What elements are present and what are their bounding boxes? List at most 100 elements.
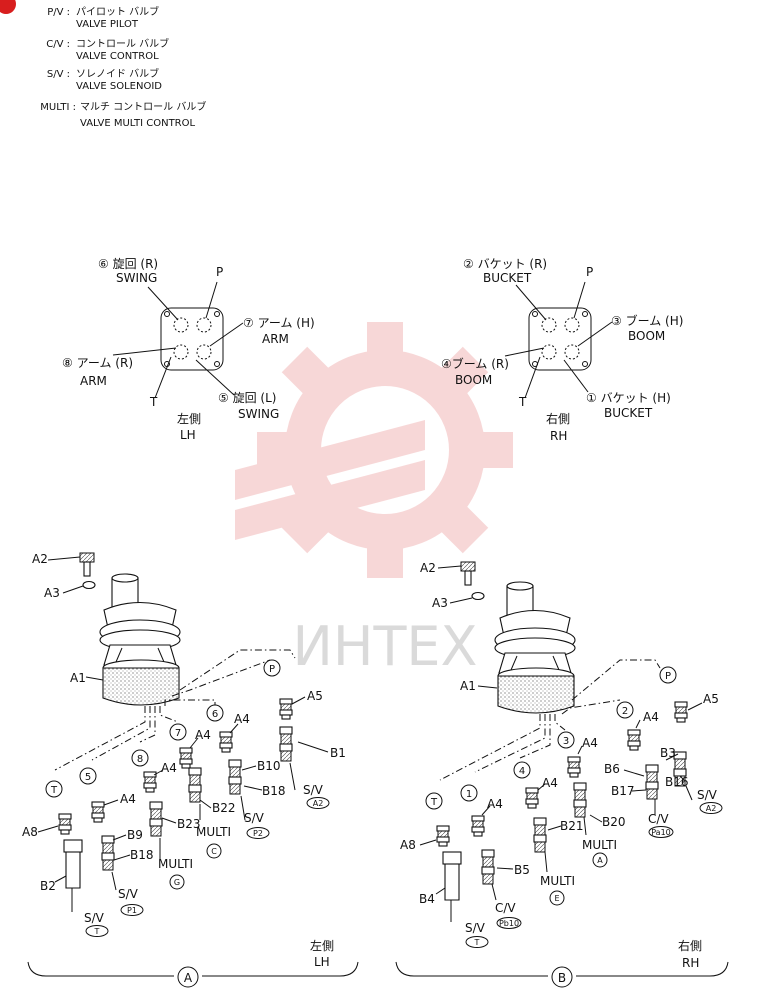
rh-port-4: ④ブーム (R) [441,356,509,371]
view-b-port-2: 2 [622,706,628,717]
view-a-multi-2-tag: G [174,878,180,887]
view-b-side-jp: 右側 [678,938,702,953]
view-b-label-B3: B3 [660,746,676,760]
view-a-assembly: A2 A3 A1 T 5 8 7 6 P [22,552,359,988]
view-a-sv-2-tag: P2 [253,829,263,838]
lh-port-6-en: SWING [116,271,157,285]
view-b-label-A1: A1 [460,679,476,693]
view-b-cv-1-tag: Pa10 [651,828,671,837]
view-b-pilot-valve-body [494,581,576,714]
legend-code-sv: S/V : [47,69,70,80]
legend-jp-cv: コントロール バルブ [76,37,169,50]
view-b-cv-2-tag: Pb10 [499,919,519,928]
view-a-label-A4-c: A4 [161,761,177,775]
view-b-label-A4-b: A4 [582,736,598,750]
view-a-multi-2: MULTI [158,857,193,871]
legend-code-multi: MULTI : [40,102,76,113]
view-b-port-P: P [665,671,671,682]
view-b-label-B17: B17 [611,784,635,798]
view-b-multi-1-tag: A [597,856,603,865]
rh-port-2-en: BUCKET [483,271,532,285]
corner-badge [0,0,16,14]
view-a-label-A1: A1 [70,671,86,685]
lh-port-6: ⑥ 旋回 (R) [98,257,158,271]
view-b-label-A8: A8 [400,838,416,852]
view-a-port-7: 7 [175,728,181,739]
view-a-sv-3-tag: P1 [127,906,137,915]
view-a-label-B1: B1 [330,746,346,760]
legend-jp-sv: ソレノイド バルブ [76,67,159,80]
view-b-sv-2: S/V [465,921,486,935]
legend-code-cv: C/V : [46,39,70,50]
view-b-label-A4-c: A4 [542,776,558,790]
rh-port-3: ③ ブーム (H) [611,313,683,328]
view-a-port-8: 8 [137,754,143,765]
legend: P/V : パイロット バルブ VALVE PILOT C/V : コントロール… [40,5,206,129]
legend-en-sv: VALVE SOLENOID [76,81,162,92]
view-b-cv-1: C/V [648,812,669,826]
view-b-multi-2-tag: E [554,894,559,903]
rh-port-1: ① バケット (H) [586,391,671,405]
view-b-label-B21: B21 [560,819,584,833]
view-a-sv-3: S/V [118,887,139,901]
watermark-logo: ИНТЕХ [235,322,513,678]
view-b-marker: B [558,971,566,985]
legend-jp-multi: マルチ コントロール バルブ [80,100,206,113]
view-a-label-A4-a: A4 [234,712,250,726]
view-b-port-3: 3 [563,736,569,747]
view-a-label-A4-d: A4 [120,792,136,806]
lh-port-8: ⑧ アーム (R) [62,356,133,370]
lh-port-8-en: ARM [80,374,107,388]
rh-side-en: RH [550,429,567,443]
view-b-multi-2: MULTI [540,874,575,888]
view-a-label-B23: B23 [177,817,201,831]
view-b-label-B5: B5 [514,863,530,877]
lh-side-en: LH [180,428,196,442]
view-b-label-B4: B4 [419,892,435,906]
view-a-label-B9: B9 [127,828,143,842]
rh-port-map: ② バケット (R) BUCKET P ③ ブーム (H) BOOM ④ブーム … [441,257,683,443]
view-a-label-B18-a: B18 [262,784,286,798]
view-a-label-A3: A3 [44,586,60,600]
view-b-multi-1: MULTI [582,838,617,852]
view-a-port-T: T [50,785,58,796]
view-a-port-6: 6 [212,709,218,720]
rh-port-T: T [518,395,527,409]
view-a-label-B2: B2 [40,879,56,893]
lh-port-5-en: SWING [238,407,279,421]
legend-en-pv: VALVE PILOT [76,19,139,30]
view-a-label-B18-b: B18 [130,848,154,862]
view-a-label-A8: A8 [22,825,38,839]
lh-port-7: ⑦ アーム (H) [243,316,315,330]
view-b-label-B16: B16 [665,775,689,789]
view-a-label-B10: B10 [257,759,281,773]
rh-valve-face [528,307,592,371]
view-b-bolt-a2 [460,561,476,586]
lh-port-T: T [149,395,158,409]
view-b-label-B20: B20 [602,815,626,829]
legend-code-pv: P/V : [47,7,70,18]
view-a-label-A2: A2 [32,552,48,566]
view-a-marker: A [184,971,193,985]
rh-port-2: ② バケット (R) [463,257,547,271]
rh-port-4-en: BOOM [455,373,492,387]
view-b-sv-1: S/V [697,788,718,802]
view-a-side-en: LH [314,955,330,969]
legend-jp-pv: パイロット バルブ [76,5,159,18]
view-a-pilot-valve-body [99,573,181,706]
view-b-washer-a3 [471,591,485,601]
view-a-washer-a3 [82,580,96,590]
lh-port-5: ⑤ 旋回 (L) [218,391,276,405]
rh-side-jp: 右側 [546,411,570,426]
view-b-assembly: A2 A3 A1 T 1 4 3 2 P [395,561,729,988]
lh-valve-face [160,307,224,371]
view-a-sv-4: S/V [84,911,105,925]
view-b-label-A5: A5 [703,692,719,706]
rh-port-P: P [586,265,593,279]
view-b-label-B6: B6 [604,762,620,776]
view-b-label-A4-a: A4 [643,710,659,724]
view-a-bolt-a2 [79,552,95,577]
view-b-port-1: 1 [466,789,472,800]
view-b-side-en: RH [682,956,699,970]
